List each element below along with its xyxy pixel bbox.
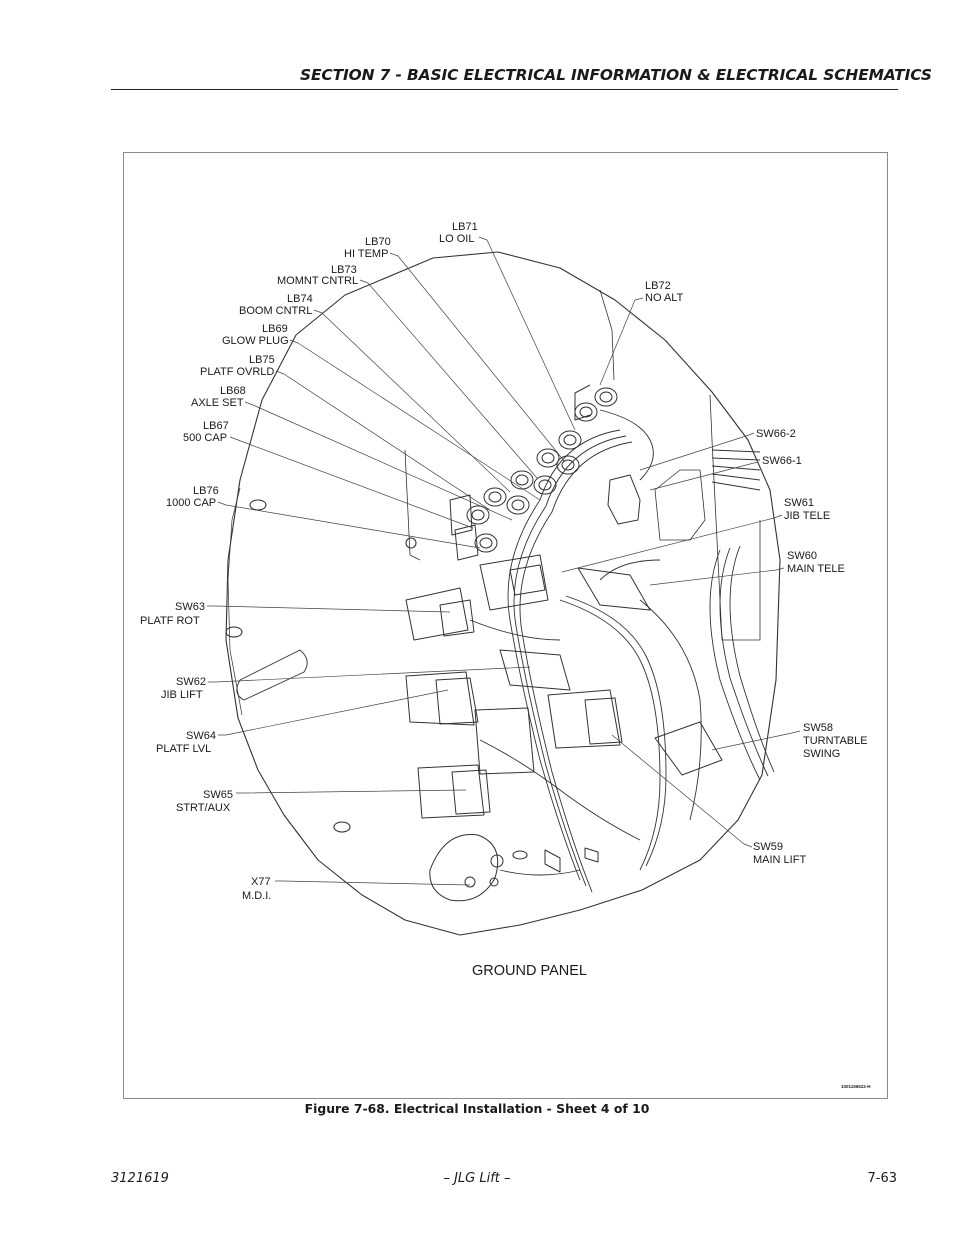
callout-sw61-desc: JIB TELE: [784, 510, 830, 522]
callout-lb76-id: LB76: [193, 485, 219, 497]
callout-sw58-desc2: SWING: [803, 748, 840, 760]
callout-lb71-desc: LO OIL: [439, 233, 474, 245]
callout-sw60-desc: MAIN TELE: [787, 563, 845, 575]
callout-lb71-id: LB71: [452, 221, 478, 233]
figure-frame: [123, 152, 888, 1099]
switch-blocks: [405, 474, 723, 819]
callout-sw65-id: SW65: [203, 789, 233, 801]
callout-sw58-id: SW58: [803, 722, 833, 734]
callout-lb72-id: LB72: [645, 280, 671, 292]
callout-sw66-2-id: SW66-2: [756, 428, 796, 440]
callout-lb68-id: LB68: [220, 385, 246, 397]
figure-caption: Figure 7-68. Electrical Installation - S…: [304, 1101, 650, 1116]
callout-lb74-desc: BOOM CNTRL: [239, 305, 312, 317]
wire-harness: [469, 409, 775, 893]
callout-lb69-desc: GLOW PLUG: [222, 335, 289, 347]
callout-lb76-desc: 1000 CAP: [166, 497, 216, 509]
footer-center-text: – JLG Lift –: [443, 1171, 511, 1186]
callout-sw66-1-id: SW66-1: [762, 455, 802, 467]
drawing-reference-number: 1001156522-H: [841, 1084, 871, 1089]
header-rule: [111, 89, 898, 90]
callout-lb69-id: LB69: [262, 323, 288, 335]
callout-lb73-id: LB73: [331, 264, 357, 276]
lamp-sockets: [449, 384, 618, 561]
callout-lb75-id: LB75: [249, 354, 275, 366]
callout-lb70-id: LB70: [365, 236, 391, 248]
callout-sw61-id: SW61: [784, 497, 814, 509]
callout-sw62-desc: JIB LIFT: [161, 689, 203, 701]
slot: [236, 649, 308, 701]
footer-doc-number: 3121619: [111, 1171, 169, 1186]
callout-sw63-id: SW63: [175, 601, 205, 613]
panel-outline: [225, 251, 781, 936]
section-header-title: SECTION 7 - BASIC ELECTRICAL INFORMATION…: [300, 66, 932, 84]
callout-lb67-desc: 500 CAP: [183, 432, 227, 444]
callout-lb73-desc: MOMNT CNTRL: [277, 275, 358, 287]
callout-lb72-desc: NO ALT: [645, 292, 684, 304]
leader-lines: [207, 236, 801, 886]
callout-sw59-desc: MAIN LIFT: [753, 854, 806, 866]
callout-sw59-id: SW59: [753, 841, 783, 853]
callout-lb70-desc: HI TEMP: [344, 248, 388, 260]
callout-sw60-id: SW60: [787, 550, 817, 562]
callout-sw63-desc: PLATF ROT: [140, 615, 200, 627]
callout-lb74-id: LB74: [287, 293, 313, 305]
ground-panel-title: GROUND PANEL: [472, 963, 587, 979]
callout-x77-id: X77: [251, 876, 271, 888]
callout-sw64-desc: PLATF LVL: [156, 743, 211, 755]
callout-sw62-id: SW62: [176, 676, 206, 688]
callout-lb75-desc: PLATF OVRLD: [200, 366, 274, 378]
callout-x77-desc: M.D.I.: [242, 890, 271, 902]
callout-sw64-id: SW64: [186, 730, 216, 742]
callout-sw65-desc: STRT/AUX: [176, 802, 231, 814]
footer-page-number: 7-63: [867, 1171, 897, 1186]
callout-lb68-desc: AXLE SET: [191, 397, 244, 409]
mdi-knob: [429, 833, 599, 902]
callout-labels: LB71 LO OIL LB70 HI TEMP LB73 MOMNT CNTR…: [140, 221, 868, 902]
callout-sw58-desc: TURNTABLE: [803, 735, 868, 747]
callout-lb67-id: LB67: [203, 420, 229, 432]
